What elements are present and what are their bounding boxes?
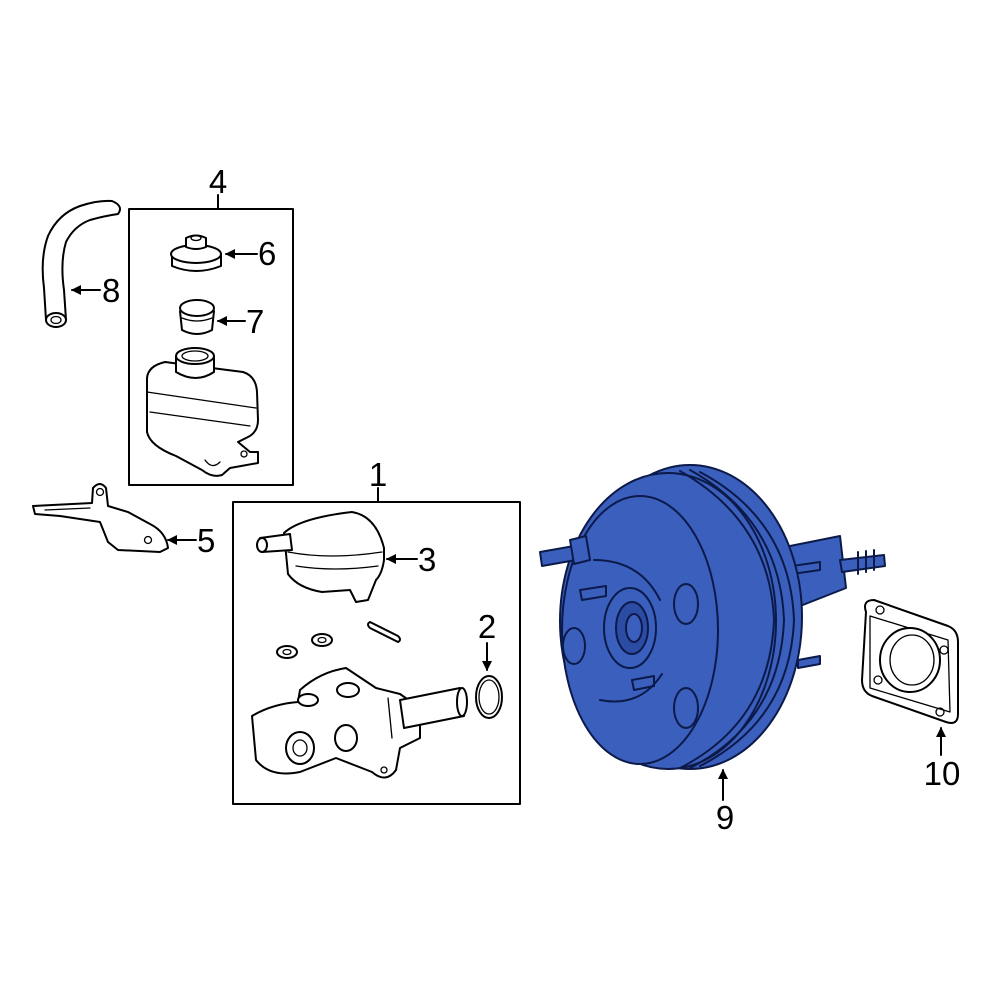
reservoir-hose-part[interactable] [41, 199, 121, 328]
callout-4: 4 [209, 163, 227, 200]
reservoir-cap-part[interactable] [170, 234, 222, 272]
callout-7: 7 [246, 303, 264, 340]
o-ring-part[interactable] [475, 675, 503, 719]
cylinder-reservoir-part[interactable] [256, 511, 385, 603]
group-box-4 [128, 208, 294, 486]
reservoir-strainer-part[interactable] [179, 299, 215, 335]
reservoir-tank-part[interactable] [146, 347, 259, 477]
callout-6: 6 [258, 235, 276, 272]
callout-10: 10 [924, 755, 961, 792]
callout-8: 8 [102, 272, 120, 309]
group-box-1 [232, 501, 521, 805]
callout-9: 9 [716, 799, 734, 836]
grommet-seals[interactable] [276, 621, 401, 659]
callout-1: 1 [369, 456, 387, 493]
brake-booster-part[interactable] [539, 464, 886, 770]
reservoir-bracket-part[interactable] [32, 483, 169, 553]
callout-3: 3 [418, 541, 436, 578]
booster-gasket-part[interactable] [861, 599, 959, 724]
callout-5: 5 [197, 522, 215, 559]
callout-2: 2 [478, 608, 496, 645]
master-cylinder-body-part[interactable] [251, 667, 468, 779]
reservoir-assembly-group: 4 6 7 [128, 163, 294, 486]
master-cylinder-group: 1 3 [232, 456, 521, 805]
